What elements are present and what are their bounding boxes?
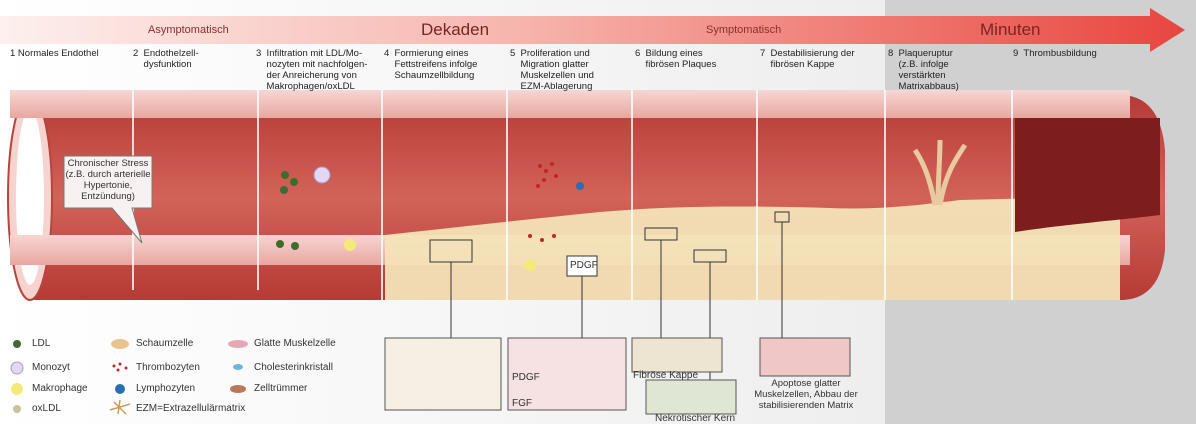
legend-label-lymphocyte: Lymphozyten — [136, 383, 195, 394]
legend-label-ldl: LDL — [32, 338, 50, 349]
ldl-particle — [280, 186, 288, 194]
monocyte-icon — [11, 362, 23, 374]
ldl-particle — [276, 240, 284, 248]
stage-label-5: 5 Proliferation und Migration glatter Mu… — [510, 48, 594, 92]
stage-label-9: 9 Thrombusbildung — [1013, 48, 1097, 59]
stage-label-1: 1 Normales Endothel — [10, 48, 99, 59]
necrotic-core-label: Nekrotischer Kern — [655, 413, 735, 424]
monocyte — [314, 167, 330, 183]
legend-label-foam-cell: Schaumzelle — [136, 338, 193, 349]
callout-text: Chronischer Stress (z.B. durch arteriell… — [62, 158, 154, 202]
lymphocyte-icon — [115, 384, 125, 394]
stage-label-7: 7 Destabilisierung der fibrösen Kappe — [760, 48, 855, 70]
oxldl-icon — [13, 405, 21, 413]
macrophage — [344, 239, 356, 251]
legend-label-monocyte: Monozyt — [32, 362, 70, 373]
legend-label-cholesterol: Cholesterinkristall — [254, 362, 333, 373]
apoptosis-label: Apoptose glatter Muskelzellen, Abbau der… — [752, 378, 860, 411]
ldl-particle — [290, 178, 298, 186]
phase-asymptomatic: Asymptomatisch — [148, 24, 229, 36]
inset-stage4 — [385, 338, 501, 410]
lymphocyte — [576, 182, 584, 190]
ldl-particle — [291, 242, 299, 250]
stage-label-8: 8 Plaqueruptur (z.B. infolge verstärkten… — [888, 48, 959, 92]
cell-debris-icon — [230, 385, 246, 393]
macrophage-icon — [11, 383, 23, 395]
legend-label-platelets: Thrombozyten — [136, 362, 200, 373]
legend-label-smooth-muscle: Glatte Muskelzelle — [254, 338, 336, 349]
legend-label-macrophage: Makrophage — [32, 383, 88, 394]
phase-minutes: Minuten — [980, 20, 1040, 40]
macrophage — [524, 259, 536, 271]
stage-label-6: 6 Bildung eines fibrösen Plaques — [635, 48, 716, 70]
ldl-dot-icon — [13, 340, 21, 348]
legend-label-cell-debris: Zelltrümmer — [254, 383, 307, 394]
pdgf-label: PDGF — [570, 260, 598, 271]
foam-cell-icon — [111, 339, 129, 349]
legend-label-ecm: EZM=Extrazellulärmatrix — [136, 403, 245, 414]
vessel-top-wall — [10, 90, 1130, 118]
smooth-muscle-icon — [228, 340, 248, 348]
inset-stage7 — [760, 338, 850, 376]
fibrous-cap-label: Fibröse Kappe — [633, 370, 698, 381]
phase-symptomatic: Symptomatisch — [706, 24, 781, 36]
thrombus — [1015, 118, 1160, 232]
pdgf-inset-label: PDGF — [512, 372, 540, 383]
cholesterol-crystal-icon — [233, 364, 243, 370]
stage-label-2: 2 Endothelzell- dysfunktion — [133, 48, 198, 70]
phase-decades: Dekaden — [421, 20, 489, 40]
fgf-label: FGF — [512, 398, 532, 409]
ldl-particle — [281, 171, 289, 179]
inset-necrotic-core — [646, 380, 736, 414]
legend-label-oxldl: oxLDL — [32, 403, 61, 414]
stage-label-4: 4 Formierung eines Fettstreifens infolge… — [384, 48, 477, 81]
stage-label-3: 3 Infiltration mit LDL/Mo- nozyten mit n… — [256, 48, 367, 92]
inset-fibrous-cap — [632, 338, 722, 372]
